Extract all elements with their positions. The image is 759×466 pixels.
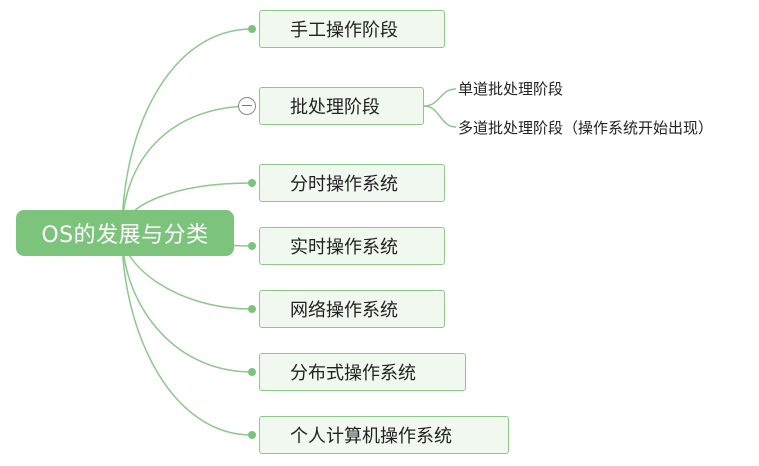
connector-distributed [121, 232, 253, 373]
topic-distributed-os[interactable]: 分布式操作系统 [259, 353, 466, 391]
connector-dot-realtime [248, 242, 256, 250]
connector-personal [121, 232, 253, 436]
connector-single-batch [423, 88, 457, 107]
connector-dot-personal [248, 431, 256, 439]
root-topic[interactable]: OS的发展与分类 [16, 210, 234, 256]
connector-manual [121, 28, 253, 234]
subtopic-multi-batch[interactable]: 多道批处理阶段（操作系统开始出现） [458, 119, 714, 137]
collapse-toggle-icon[interactable] [238, 97, 256, 115]
connector-batch [121, 105, 253, 234]
subtopic-single-batch[interactable]: 单道批处理阶段 [458, 80, 564, 98]
connector-dot-network [248, 305, 256, 313]
topic-manual-stage[interactable]: 手工操作阶段 [259, 10, 445, 48]
topic-network-os[interactable]: 网络操作系统 [259, 290, 445, 328]
topic-real-time[interactable]: 实时操作系统 [259, 227, 445, 265]
topic-personal-computer-os[interactable]: 个人计算机操作系统 [259, 416, 509, 454]
topic-batch-stage[interactable]: 批处理阶段 [259, 87, 424, 125]
topic-time-sharing[interactable]: 分时操作系统 [259, 164, 445, 202]
connector-dot-distributed [248, 368, 256, 376]
connector-multi-batch [423, 105, 457, 128]
connector-dot-timesharing [248, 179, 256, 187]
connector-dot-manual [248, 25, 256, 33]
